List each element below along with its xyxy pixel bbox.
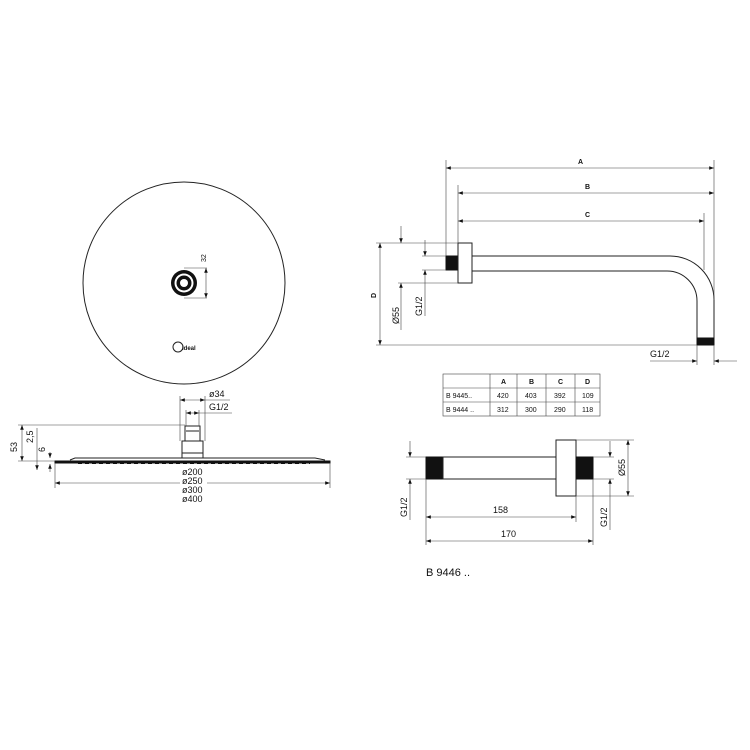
svg-text:392: 392 <box>554 393 566 400</box>
table-header-b: B <box>529 379 534 386</box>
shower-head-top-view: 32 Ideal <box>82 181 286 385</box>
ideal-standard-logo-icon: Ideal <box>172 341 196 353</box>
svg-text:Ideal: Ideal <box>182 346 196 352</box>
wall-thread <box>445 255 459 271</box>
svg-text:420: 420 <box>497 393 509 400</box>
product-code-label: B 9446 .. <box>426 567 470 579</box>
shower-head-side-view: ø34 G1/2 53 2,5 6 ø200 ø250 ø300 ø400 <box>9 389 331 504</box>
left-thread <box>425 456 444 480</box>
svg-text:B 9444 ..: B 9444 .. <box>446 407 474 414</box>
ceiling-pipe <box>442 456 557 480</box>
svg-text:300: 300 <box>525 407 537 414</box>
diameter-250-label: ø250 <box>182 476 203 486</box>
table-header-a: A <box>501 379 506 386</box>
connector-nut <box>181 440 204 459</box>
outlet-thread-label: G1/2 <box>650 349 670 359</box>
connector-thread <box>184 425 201 442</box>
diameter-300-label: ø300 <box>182 485 203 495</box>
wall-arm-drawing: A B C D Ø55 G1/2 G1/2 <box>371 159 737 365</box>
diameter-34-label: ø34 <box>209 389 225 399</box>
flange-diameter-label: Ø55 <box>391 307 401 324</box>
outlet-thread <box>696 337 715 346</box>
right-thread-label: G1/2 <box>599 507 609 527</box>
dim-d-label: D <box>371 293 378 298</box>
svg-text:290: 290 <box>554 407 566 414</box>
wall-flange <box>457 242 473 284</box>
thread-label: G1/2 <box>209 402 229 412</box>
svg-text:403: 403 <box>525 393 537 400</box>
height-2-5-label: 2,5 <box>25 430 35 443</box>
shower-plate-outline <box>82 181 286 385</box>
svg-text:B 9445..: B 9445.. <box>446 393 472 400</box>
dim-a-label: A <box>578 159 583 166</box>
svg-text:109: 109 <box>582 393 594 400</box>
left-thread-label: G1/2 <box>399 497 409 517</box>
dim-b-label: B <box>585 184 590 191</box>
wall-thread-label: G1/2 <box>414 296 424 316</box>
ceiling-arm-drawing: G1/2 G1/2 Ø55 158 170 B 9446 .. <box>399 439 634 579</box>
height-53-label: 53 <box>9 442 19 452</box>
table-header-d: D <box>585 379 590 386</box>
length-158-label: 158 <box>493 505 508 515</box>
length-170-label: 170 <box>501 529 516 539</box>
diameter-200-label: ø200 <box>182 467 203 477</box>
ceiling-flange-diameter-label: Ø55 <box>617 459 627 476</box>
diameter-400-label: ø400 <box>182 494 203 504</box>
table-row: B 9445.. 420 403 392 109 <box>446 393 594 400</box>
ceiling-flange <box>555 439 577 497</box>
svg-text:312: 312 <box>497 407 509 414</box>
dimension-table: A B C D B 9445.. 420 403 392 109 B 9444 … <box>442 373 601 417</box>
table-header-c: C <box>558 379 563 386</box>
right-thread <box>575 456 594 480</box>
dim-c-label: C <box>585 212 590 219</box>
table-row: B 9444 .. 312 300 290 118 <box>446 407 593 414</box>
arm-pipe-inner <box>472 270 698 345</box>
offset-label: 32 <box>201 254 208 262</box>
arm-pipe-outer <box>472 255 715 345</box>
height-6-label: 6 <box>37 447 47 452</box>
svg-text:118: 118 <box>582 407 593 414</box>
